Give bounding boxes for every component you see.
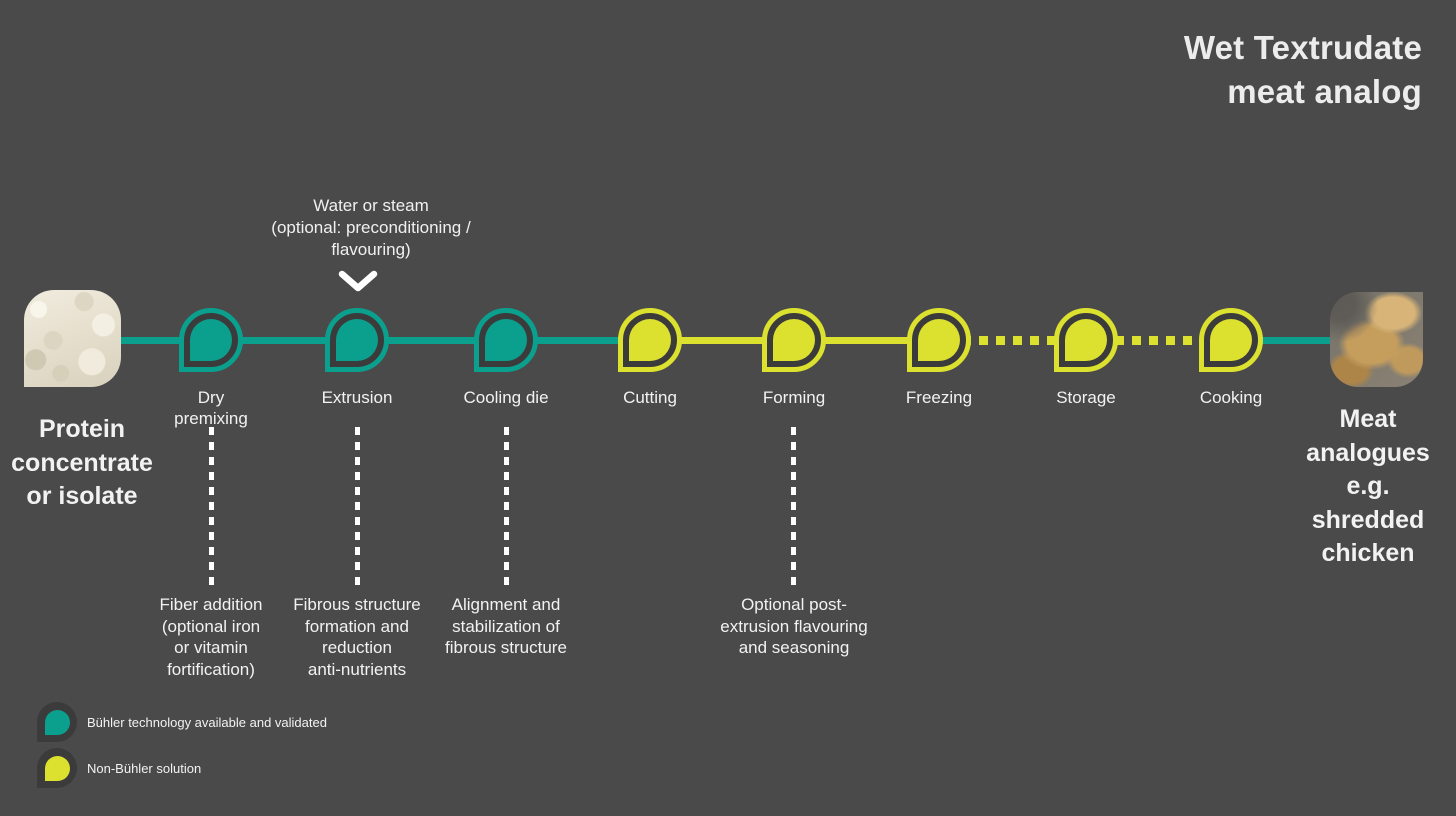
drop-icon-fill [336, 319, 378, 361]
legend-label-buhler: Bühler technology available and validate… [87, 714, 327, 730]
drop-icon-fill [629, 319, 671, 361]
extrusion-input-note: Water or steam(optional: preconditioning… [271, 196, 471, 259]
drop-icon-freezing [907, 308, 971, 372]
legend-item-buhler: Bühler technology available and validate… [37, 702, 327, 742]
step-label-extrusion: Extrusion [321, 388, 393, 407]
step-label-storage: Storage [1056, 388, 1116, 407]
flow-line-cooking-to-output [1231, 337, 1334, 344]
shredded-chicken-photo [1330, 292, 1423, 387]
drop-icon-extrusion [325, 308, 389, 372]
drop-icon-fill [44, 709, 70, 735]
step-label-freezing: Freezing [905, 388, 973, 407]
step-label-cutting: Cutting [623, 388, 677, 407]
legend-item-non-buhler: Non-Bühler solution [37, 748, 201, 788]
dashed-connector-dry-premixing [209, 427, 214, 591]
drop-icon-cooking [1199, 308, 1263, 372]
drop-icon-fill [485, 319, 527, 361]
drop-icon-fill [918, 319, 960, 361]
drop-icon-forming [762, 308, 826, 372]
drop-icon-fill [44, 755, 70, 781]
dashed-connector-cooling-die [504, 427, 509, 591]
dashed-connector-extrusion [355, 427, 360, 591]
legend-drop-icon-buhler [37, 702, 77, 742]
drop-icon-cooling-die [474, 308, 538, 372]
dashed-connector-forming [791, 427, 796, 591]
protein-powder-photo [24, 290, 121, 387]
drop-icon-cutting [618, 308, 682, 372]
drop-icon-fill [1065, 319, 1107, 361]
step-label-cooking: Cooking [1199, 388, 1263, 407]
chevron-down-icon [338, 270, 378, 292]
drop-icon-storage [1054, 308, 1118, 372]
legend-label-non-buhler: Non-Bühler solution [87, 760, 202, 776]
drop-icon-fill [773, 319, 815, 361]
drop-icon-fill [190, 319, 232, 361]
step-label-cooling-die: Cooling die [463, 388, 549, 407]
step-label-forming: Forming [762, 388, 826, 407]
drop-icon-fill [1210, 319, 1252, 361]
drop-icon-dry-premixing [179, 308, 243, 372]
legend-drop-icon-non-buhler [37, 748, 77, 788]
